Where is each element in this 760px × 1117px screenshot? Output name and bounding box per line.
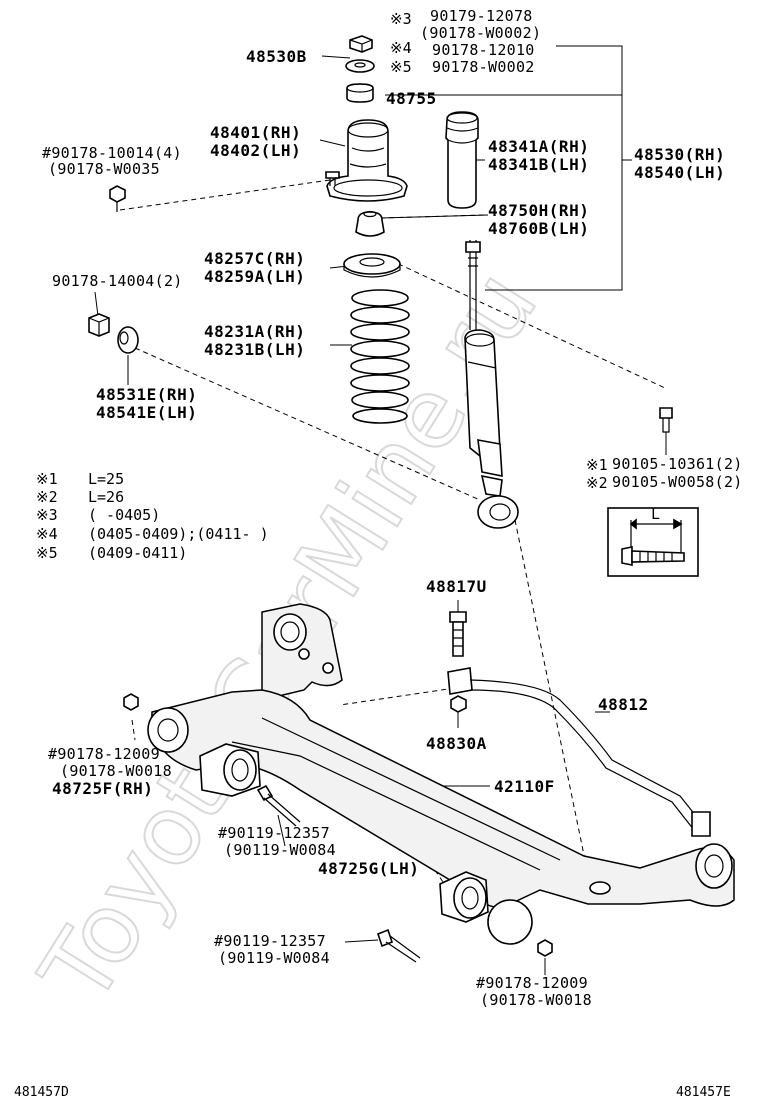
label-48259A: 48259A(LH) [204,267,305,286]
stud-bolt [325,171,340,186]
label-48531E: 48531E(RH) [96,385,197,404]
label-48725G: 48725G(LH) [318,859,419,878]
label-90178-W0002b: 90178-W0002 [432,58,535,76]
label-90178-12010: 90178-12010 [432,41,535,59]
nut-90178-10014 [109,185,126,212]
label-90178-W0018a: (90178-W0018 [60,762,172,780]
label-90119-12357a: #90119-12357 [218,824,330,842]
nut-90178-12009-lower [537,939,553,957]
label-48530: 48530(RH) [634,145,725,164]
note-mark: ※5 [36,544,58,562]
bolt-dimension-box: L [607,505,699,577]
nut-48830A [450,695,467,713]
leader-line [319,139,346,147]
nut-90179-12078 [349,35,373,53]
note-text: L=26 [88,488,124,506]
label-90105-W0058: 90105-W0058(2) [612,473,743,491]
bolt-90119-12357-upper [256,784,301,827]
dash-line [131,719,136,741]
leader-line [321,55,351,59]
label-48725F: 48725F(RH) [52,779,153,798]
dash-line [339,687,456,706]
coil-spring-48231 [350,289,410,424]
label-90178-W0018b: (90178-W0018 [480,991,592,1009]
bushing-48755 [346,83,374,103]
label-48541E: 48541E(LH) [96,403,197,422]
label-48755: 48755 [386,89,437,108]
note-mark: ※4 [36,525,58,543]
label-48341A: 48341A(RH) [488,137,589,156]
washer-48530B [345,59,375,73]
label-90178-14004: 90178-14004(2) [52,272,183,290]
bolt-48817U [449,611,467,657]
leader-line [379,214,489,219]
label-42110F: 42110F [494,777,555,796]
label-48817U: 48817U [426,577,487,596]
label-90178-W0002a: (90178-W0002) [420,24,541,42]
label-90179-12078: 90179-12078 [430,7,533,25]
footer-right-code: 481457E [676,1085,731,1100]
label-48231A: 48231A(RH) [204,322,305,341]
label-90105-10361: 90105-10361(2) [612,455,743,473]
label-90119-W0084b: (90119-W0084 [218,949,330,967]
dust-boot-48341 [445,111,479,209]
cushion-48531E [117,326,139,354]
nut-90178-14004 [88,313,110,337]
label-48257C: 48257C(RH) [204,249,305,268]
label-90119-12357b: #90119-12357 [214,932,326,950]
bump-stopper-48750H [355,210,385,237]
dash-line [119,179,331,211]
bolt-dim-label: L [651,505,660,523]
label-48830A: 48830A [426,734,487,753]
bolt-90119-12357-lower [377,928,421,963]
label-90178-10014: #90178-10014(4) [42,144,182,162]
label-90178-12009a: #90178-12009 [48,745,160,763]
bolt-90105-10361 [659,407,673,433]
label-48540: 48540(LH) [634,163,725,182]
spring-insulator-48257C [343,253,401,278]
label-90178-12009b: #90178-12009 [476,974,588,992]
label-48402: 48402(LH) [210,141,301,160]
label-n1: ※1 [586,456,608,474]
leader-line [485,45,623,291]
note-text: L=25 [88,470,124,488]
notes-list: ※1 L=25 ※2 L=26 ※3 ( -0405) ※4 (0405-040… [36,470,269,562]
shock-mount-48401 [326,119,408,202]
label-48760B: 48760B(LH) [488,219,589,238]
label-n3: ※3 [390,10,412,28]
bushing-48725F [199,743,261,797]
dash-line [389,259,666,389]
note-mark: ※1 [36,470,58,488]
label-90119-W0084a: (90119-W0084 [224,841,336,859]
label-n2: ※2 [586,474,608,492]
label-48401: 48401(RH) [210,123,301,142]
leader-line [277,814,286,847]
label-n4: ※4 [390,39,412,57]
label-48812: 48812 [598,695,649,714]
dash-line [514,519,586,861]
label-48231B: 48231B(LH) [204,340,305,359]
label-48530B: 48530B [246,47,307,66]
footer-left-code: 481457D [14,1085,69,1100]
bushing-48725G [439,871,489,923]
axle-beam-42110F [147,603,735,945]
label-n5: ※5 [390,58,412,76]
shock-absorber-48530 [464,240,519,529]
label-48341B: 48341B(LH) [488,155,589,174]
stabilizer-bar-48812 [447,667,711,837]
label-90178-W0035: (90178-W0035 [48,160,160,178]
note-text: (0405-0409);(0411- ) [88,525,269,543]
note-text: (0409-0411) [88,544,187,562]
leader-line [344,939,379,943]
note-mark: ※3 [36,506,58,524]
leader-line [94,291,99,317]
nut-90178-12009-upper [123,693,139,711]
note-text: ( -0405) [88,506,160,524]
label-48750H: 48750H(RH) [488,201,589,220]
note-mark: ※2 [36,488,58,506]
